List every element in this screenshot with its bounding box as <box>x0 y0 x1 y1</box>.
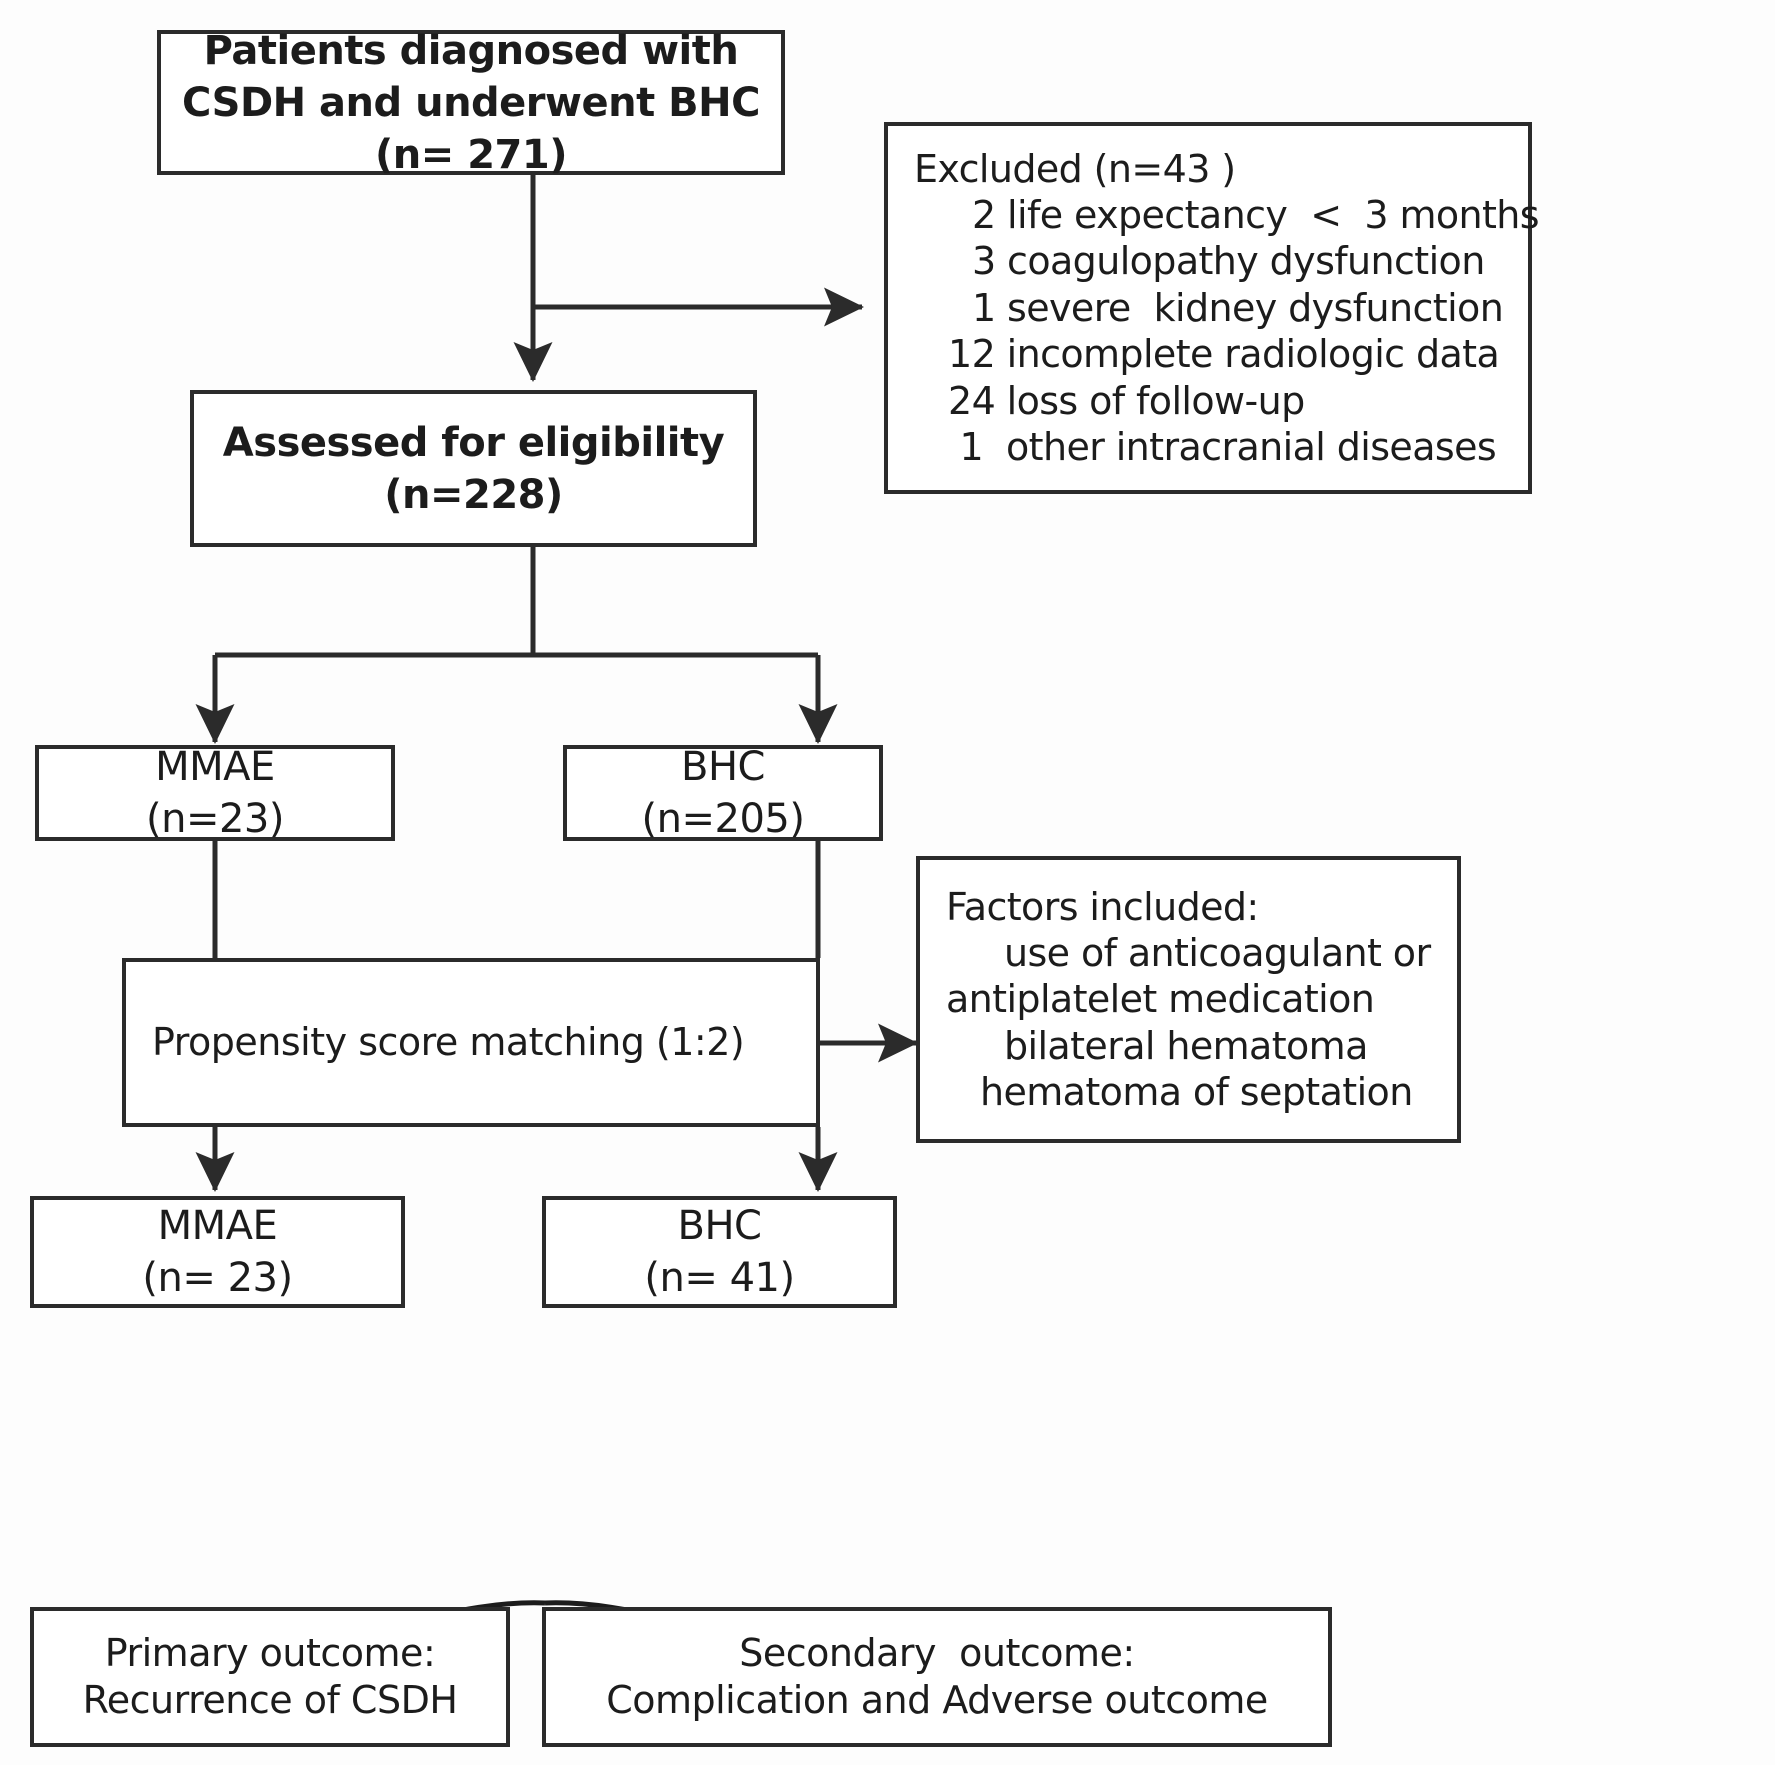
node-eligibility[interactable]: Assessed for eligibility (n=228) <box>190 390 757 547</box>
node-factors-included[interactable]: Factors included: use of anticoagulant o… <box>916 856 1461 1143</box>
primary-outcome-line-1: Primary outcome: <box>104 1630 436 1675</box>
enrollment-line-2: CSDH and underwent BHC <box>182 79 760 126</box>
bhc-pre-line-1: BHC <box>681 744 765 790</box>
secondary-outcome-line-1: Secondary outcome: <box>739 1630 1135 1675</box>
connector-eligibility-split <box>195 547 838 745</box>
excluded-item-4: 12 incomplete radiologic data <box>948 332 1500 377</box>
node-secondary-outcome[interactable]: Secondary outcome: Complication and Adve… <box>542 1607 1332 1747</box>
node-excluded[interactable]: Excluded (n=43 ) 2 life expectancy < 3 m… <box>884 122 1540 494</box>
factors-item-4: hematoma of septation <box>980 1070 1413 1115</box>
enrollment-line-3: (n= 271) <box>375 131 567 178</box>
factors-header: Factors included: <box>946 884 1259 929</box>
bhc-post-line-2: (n= 41) <box>644 1255 795 1301</box>
node-bhc-post[interactable]: BHC (n= 41) <box>542 1196 897 1308</box>
node-primary-outcome[interactable]: Primary outcome: Recurrence of CSDH <box>30 1607 510 1747</box>
mmae-post-line-2: (n= 23) <box>142 1255 293 1301</box>
node-mmae-post[interactable]: MMAE (n= 23) <box>30 1196 405 1308</box>
eligibility-line-2: (n=228) <box>384 471 563 518</box>
excluded-item-2: 3 coagulopathy dysfunction <box>972 239 1485 284</box>
factors-item-3: bilateral hematoma <box>1004 1023 1368 1068</box>
secondary-outcome-line-2: Complication and Adverse outcome <box>606 1678 1268 1722</box>
excluded-item-1: 2 life expectancy < 3 months <box>972 193 1540 238</box>
bhc-post-line-1: BHC <box>677 1203 762 1249</box>
factors-item-1: use of anticoagulant or <box>1004 930 1431 975</box>
factors-item-2: antiplatelet medication <box>946 977 1375 1022</box>
bhc-pre-line-2: (n=205) <box>641 796 805 842</box>
enrollment-line-1: Patients diagnosed with <box>203 27 739 74</box>
mmae-pre-line-1: MMAE <box>155 744 275 790</box>
node-enrollment[interactable]: Patients diagnosed with CSDH and underwe… <box>157 28 785 178</box>
mmae-pre-line-2: (n=23) <box>146 796 284 842</box>
excluded-item-3: 1 severe kidney dysfunction <box>972 285 1504 330</box>
node-mmae-pre[interactable]: MMAE (n=23) <box>35 744 395 842</box>
primary-outcome-line-2: Recurrence of CSDH <box>82 1678 458 1722</box>
node-bhc-pre[interactable]: BHC (n=205) <box>563 744 883 842</box>
node-propensity-score-matching[interactable]: Propensity score matching (1:2) <box>122 958 820 1127</box>
excluded-item-6: 1 other intracranial diseases <box>948 424 1497 469</box>
excluded-item-5: 24 loss of follow-up <box>948 378 1305 423</box>
mmae-post-line-1: MMAE <box>157 1203 278 1249</box>
eligibility-line-1: Assessed for eligibility <box>222 419 725 466</box>
psm-line-1: Propensity score matching (1:2) <box>152 1019 745 1064</box>
excluded-header: Excluded (n=43 ) <box>914 146 1236 191</box>
